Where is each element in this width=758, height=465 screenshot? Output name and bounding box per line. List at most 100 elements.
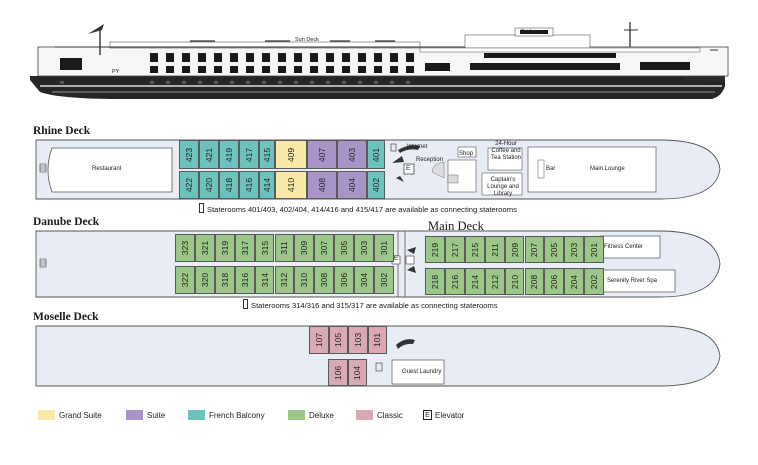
guest-laundry-label: Guest Laundry xyxy=(402,369,442,375)
stateroom-207: 207 xyxy=(524,236,545,263)
danube-deck-title: Danube Deck xyxy=(33,216,100,228)
stateroom-208: 208 xyxy=(524,268,545,295)
legend-classic-label: Classic xyxy=(377,410,403,420)
stateroom-303: 303 xyxy=(354,234,374,262)
bar-label: Bar xyxy=(546,166,556,172)
stateroom-205: 205 xyxy=(544,236,565,263)
stateroom-212: 212 xyxy=(484,268,505,295)
stateroom-316: 316 xyxy=(234,266,255,294)
stateroom-306: 306 xyxy=(334,266,355,294)
stateroom-302: 302 xyxy=(374,266,394,294)
stateroom-308: 308 xyxy=(314,266,335,294)
shop-label: Shop xyxy=(459,151,474,157)
connecting-icon xyxy=(243,299,248,309)
stateroom-416: 416 xyxy=(239,171,259,199)
legend-grand-suite-label: Grand Suite xyxy=(59,410,102,420)
stateroom-403: 403 xyxy=(337,140,367,169)
stateroom-104: 104 xyxy=(347,359,367,386)
stateroom-106: 106 xyxy=(328,359,348,386)
rhine-connecting-note: Staterooms 401/403, 402/404, 414/416 and… xyxy=(199,203,517,214)
legend-suite: Suite xyxy=(126,409,165,421)
ship-profile xyxy=(30,22,729,99)
legend-deluxe: Deluxe xyxy=(288,409,334,421)
stateroom-319: 319 xyxy=(214,234,235,262)
stateroom-217: 217 xyxy=(444,236,465,263)
elevator-icon: E xyxy=(423,410,432,420)
danube-bow-icon xyxy=(39,258,47,268)
stateroom-number: 107 xyxy=(313,332,324,348)
stateroom-318: 318 xyxy=(214,266,235,294)
rhine-bow-icon xyxy=(39,163,47,173)
stateroom-419: 419 xyxy=(219,140,239,169)
stateroom-210: 210 xyxy=(504,268,525,295)
stern-mark-label: PY xyxy=(112,69,120,75)
stateroom-105: 105 xyxy=(328,326,348,354)
stateroom-322: 322 xyxy=(175,266,195,294)
stateroom-305: 305 xyxy=(334,234,355,262)
legend-suite-label: Suite xyxy=(147,410,166,420)
stateroom-206: 206 xyxy=(544,268,565,295)
legend-elevator: E Elevator xyxy=(423,409,464,421)
legend-swatch-french-balcony xyxy=(188,410,205,420)
stateroom-218: 218 xyxy=(425,268,445,295)
stateroom-number: 103 xyxy=(352,332,363,348)
stateroom-number: 106 xyxy=(332,365,343,380)
ship-name-label: RIVER QUEEN xyxy=(686,77,724,83)
stateroom-317: 317 xyxy=(234,234,255,262)
stateroom-323: 323 xyxy=(175,234,195,262)
stateroom-423: 423 xyxy=(179,140,199,169)
legend-swatch-deluxe xyxy=(288,410,305,420)
stateroom-407: 407 xyxy=(307,140,337,169)
spa-label: Serenity River Spa xyxy=(607,278,658,284)
stateroom-320: 320 xyxy=(194,266,215,294)
stateroom-number: 105 xyxy=(333,332,344,348)
stateroom-314: 314 xyxy=(254,266,275,294)
stateroom-216: 216 xyxy=(444,268,465,295)
connecting-icon xyxy=(199,203,204,213)
stateroom-309: 309 xyxy=(294,234,315,262)
stateroom-211: 211 xyxy=(484,236,505,263)
stateroom-214: 214 xyxy=(464,268,485,295)
stateroom-417: 417 xyxy=(239,140,259,169)
danube-connecting-note: Staterooms 314/316 and 315/317 are avail… xyxy=(243,299,498,310)
stateroom-101: 101 xyxy=(367,326,387,354)
stateroom-315: 315 xyxy=(254,234,275,262)
stateroom-415: 415 xyxy=(259,140,275,169)
sun-deck-label: Sun Deck xyxy=(295,37,319,43)
stateroom-number: 104 xyxy=(352,365,363,380)
stateroom-408: 408 xyxy=(307,171,337,199)
stateroom-203: 203 xyxy=(564,236,585,263)
stateroom-420: 420 xyxy=(199,171,219,199)
legend-french-balcony: French Balcony xyxy=(188,409,265,421)
legend-classic: Classic xyxy=(356,409,403,421)
legend-swatch-classic xyxy=(356,410,373,420)
restaurant-label: Restaurant xyxy=(92,166,122,172)
stateroom-209: 209 xyxy=(504,236,525,263)
bridge-label: Bridge xyxy=(521,29,537,35)
moselle-deck-title: Moselle Deck xyxy=(33,311,99,323)
stateroom-310: 310 xyxy=(294,266,315,294)
stateroom-103: 103 xyxy=(348,326,368,354)
internet-label: Internet xyxy=(407,144,428,150)
main-deck-title: Main Deck xyxy=(428,219,484,233)
elevator-mark-danube: E xyxy=(394,256,399,262)
stateroom-304: 304 xyxy=(354,266,374,294)
stateroom-301: 301 xyxy=(374,234,394,262)
stateroom-402: 402 xyxy=(367,171,385,199)
stateroom-219: 219 xyxy=(425,236,445,263)
coffee-station-label: 24-Hour Coffee and Tea Station xyxy=(490,141,522,161)
stateroom-321: 321 xyxy=(194,234,215,262)
stateroom-number: 101 xyxy=(372,332,383,348)
stateroom-202: 202 xyxy=(584,268,605,295)
captains-lounge-label: Captain's Lounge and Library xyxy=(487,177,519,197)
legend-elevator-label: Elevator xyxy=(435,410,465,420)
elevator-mark-rhine: E xyxy=(406,165,411,172)
stateroom-401: 401 xyxy=(367,140,385,169)
stateroom-409: 409 xyxy=(275,140,307,169)
stateroom-215: 215 xyxy=(464,236,485,263)
stateroom-418: 418 xyxy=(219,171,239,199)
stateroom-422: 422 xyxy=(179,171,199,199)
stateroom-421: 421 xyxy=(199,140,219,169)
stateroom-107: 107 xyxy=(309,326,329,354)
